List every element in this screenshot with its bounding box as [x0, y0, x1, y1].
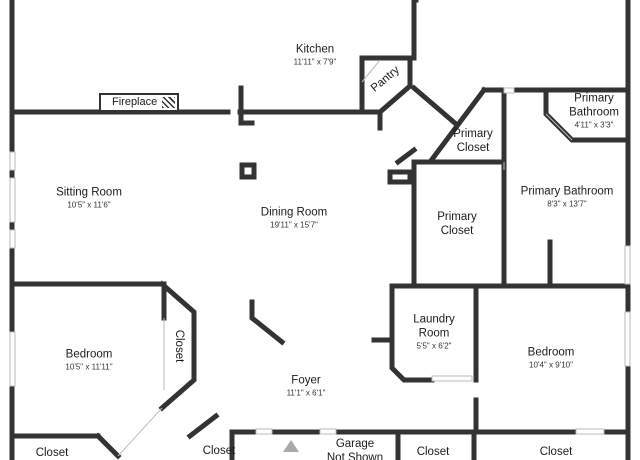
- room-name: Primary Bathroom: [520, 185, 614, 198]
- room-name-line1: Primary: [574, 92, 614, 105]
- room-closet-bottom-right: Closet: [540, 446, 573, 460]
- room-name-line1: Primary: [437, 211, 477, 224]
- kitchen-wall-right: [237, 109, 383, 131]
- closet-vertical-wall: [158, 280, 197, 412]
- room-name: Foyer: [291, 374, 321, 387]
- room-garage: Garage Not Shown: [327, 438, 383, 460]
- room-name: Kitchen: [295, 43, 335, 56]
- door-laundry: [431, 375, 473, 382]
- fireplace-label: Fireplace: [112, 96, 158, 108]
- room-closet-bottom-center: Closet: [417, 446, 450, 460]
- room-name-line2: Closet: [440, 225, 474, 237]
- room-foyer: Foyer 11'1" x 6'1": [287, 374, 326, 397]
- room-name-line2: Not Shown: [326, 452, 384, 460]
- room-primary-bathroom-small: Primary Bathroom 4'11" x 3'3": [569, 92, 619, 129]
- door-garage-2: [319, 428, 337, 435]
- room-name: Sitting Room: [56, 186, 122, 199]
- door-primary-bath: [545, 113, 573, 141]
- room-closet-bottom-left: Closet: [36, 447, 69, 460]
- room-closet-bottom-mid: Closet: [203, 445, 236, 459]
- window-primary-bath: [624, 245, 631, 285]
- room-primary-bathroom: Primary Bathroom 8'3" x 13'7": [521, 185, 614, 208]
- door-garage-1: [255, 428, 273, 435]
- room-primary-closet-upper: Primary Closet: [453, 128, 493, 156]
- room-kitchen: Kitchen 11'11" x 7'9": [294, 43, 337, 66]
- fireplace: Fireplace: [99, 93, 179, 112]
- window-sitting-1: [9, 151, 16, 171]
- room-dining-room: Dining Room 19'11" x 15'7": [261, 206, 327, 229]
- window-bedroom-right: [624, 311, 631, 367]
- room-primary-closet-lower: Primary Closet: [437, 211, 477, 239]
- room-name: Closet: [202, 445, 236, 458]
- room-dims: 11'1" x 6'1": [286, 388, 326, 398]
- room-name: Closet: [172, 329, 185, 363]
- room-closet-vertical: Closet: [171, 330, 185, 363]
- room-name-line2: Bathroom: [569, 106, 619, 119]
- primary-closet-diag: [394, 146, 418, 166]
- window-bottom-right: [575, 428, 605, 435]
- room-name-line2: Room: [418, 327, 450, 340]
- room-name-line1: Garage: [335, 438, 375, 451]
- room-dims: 4'11" x 3'3": [574, 120, 614, 129]
- room-name: Bedroom: [65, 348, 113, 361]
- bedroom-left-bottom-diag: [94, 432, 122, 460]
- room-name-line1: Laundry: [413, 313, 455, 326]
- door-primary-top: [503, 87, 515, 94]
- small-box: [387, 169, 413, 185]
- room-name: Closet: [35, 447, 69, 460]
- room-dims: 10'5" x 11'6": [67, 200, 111, 210]
- room-dims: 5'5" x 6'2": [416, 341, 452, 350]
- closet-bottom-mid-diag: [186, 412, 220, 440]
- pillar: [239, 162, 257, 180]
- window-sitting-3: [9, 229, 16, 249]
- room-bedroom-left: Bedroom 10'5" x 11'11": [65, 348, 112, 371]
- room-name-line1: Primary: [453, 128, 493, 141]
- room-sitting-room: Sitting Room 10'5" x 11'6": [56, 186, 122, 209]
- dining-stub: [238, 85, 255, 126]
- room-dims: 11'11" x 7'9": [293, 57, 337, 67]
- room-name: Closet: [416, 446, 450, 459]
- room-laundry-room: Laundry Room 5'5" x 6'2": [413, 313, 455, 350]
- entry-arrow-icon: [283, 440, 299, 452]
- room-dims: 8'3" x 13'7": [547, 199, 587, 209]
- door-bedroom-left: [117, 407, 163, 457]
- door-pantry: [361, 59, 381, 83]
- room-dims: 19'11" x 15'7": [270, 220, 318, 230]
- primary-upper-diag: [410, 84, 460, 128]
- room-dims: 10'5" x 11'11": [65, 362, 113, 372]
- room-name: Closet: [539, 446, 573, 459]
- window-bedroom-left: [9, 331, 16, 387]
- room-name-line2: Closet: [456, 142, 490, 154]
- room-name: Bedroom: [527, 346, 575, 359]
- laundry-wall: [389, 283, 435, 383]
- window-sitting-2: [9, 177, 16, 223]
- fireplace-hatch-icon: [162, 97, 175, 108]
- foyer-diag: [249, 299, 286, 346]
- room-bedroom-right: Bedroom 10'4" x 9'10": [528, 346, 575, 369]
- room-name: Dining Room: [260, 206, 328, 219]
- room-dims: 10'4" x 9'10": [529, 360, 573, 370]
